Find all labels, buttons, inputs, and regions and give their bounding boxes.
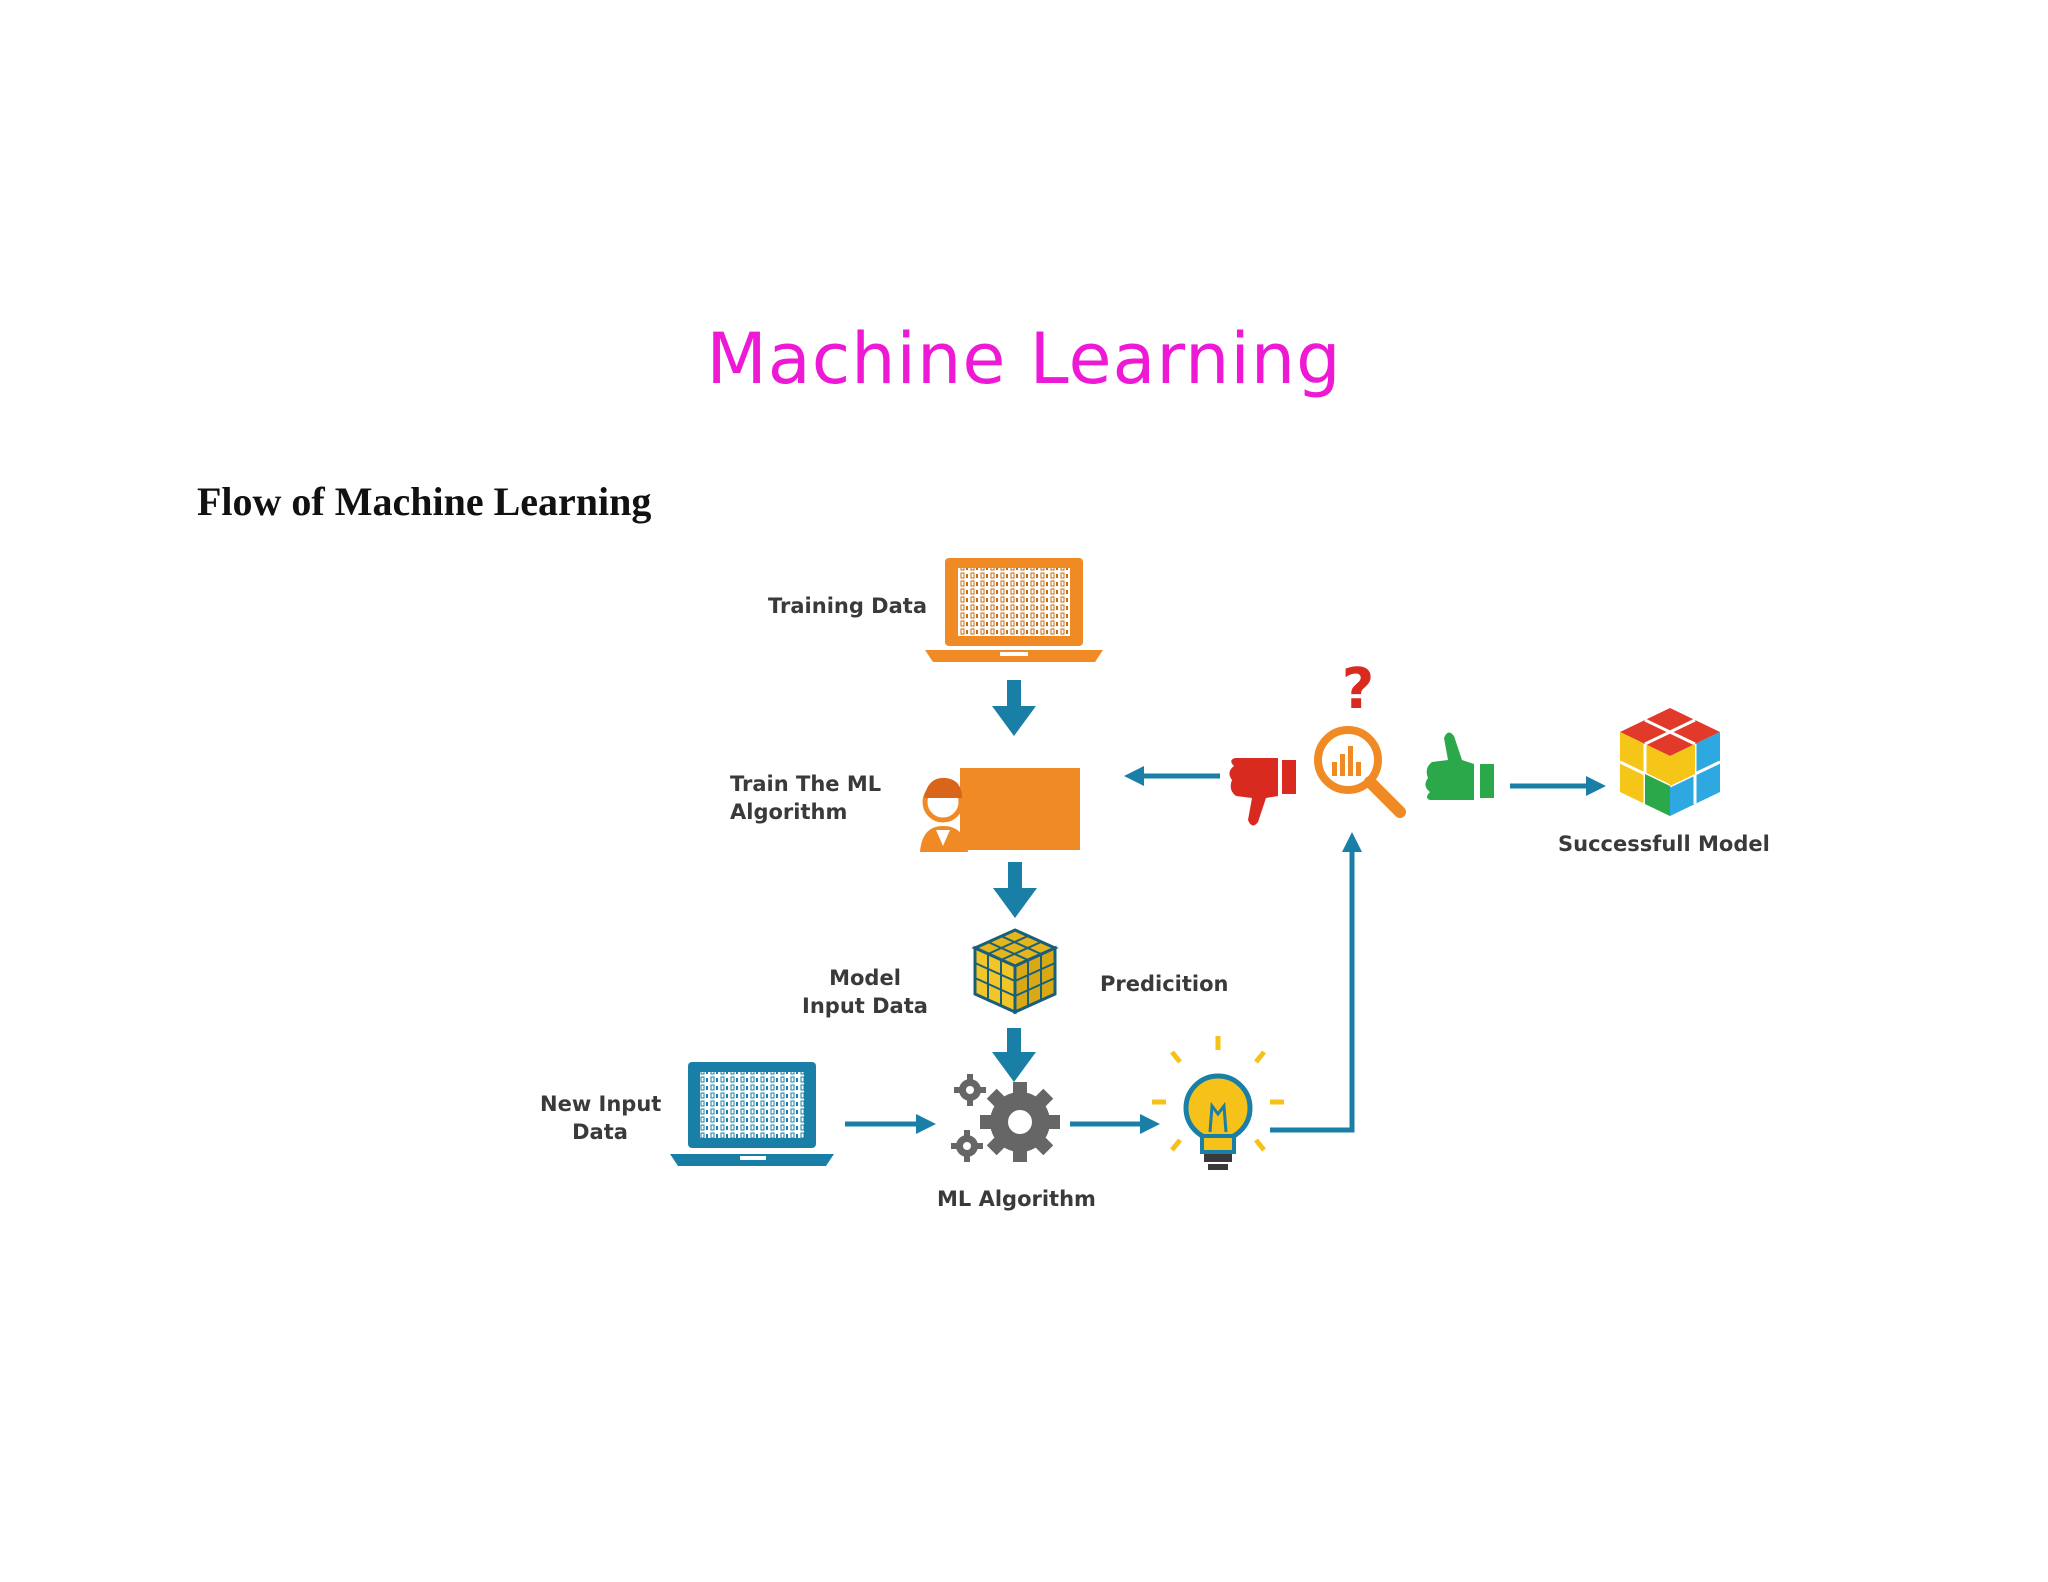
gears-icon <box>951 1074 1060 1162</box>
arrow-input-to-algorithm <box>845 1114 936 1134</box>
arrow-algorithm-to-prediction <box>1070 1114 1160 1134</box>
model-input-label: Model Input Data <box>790 964 940 1020</box>
prediction-label: Predicition <box>1100 972 1229 996</box>
new-input-label: New Input Data <box>540 1090 662 1146</box>
arrow-down-3 <box>992 1028 1036 1082</box>
arrow-feedback-to-training <box>1124 766 1220 786</box>
train-algorithm-label-line2: Algorithm <box>730 800 848 824</box>
colored-cube-icon <box>1619 708 1721 816</box>
trainer-board-icon <box>920 768 1080 852</box>
page-title: Machine Learning <box>706 318 1342 400</box>
lightbulb-icon <box>1152 1036 1284 1170</box>
new-input-label-line1: New Input <box>540 1092 662 1116</box>
train-algorithm-label: Train The ML Algorithm <box>730 770 881 826</box>
cube-grid-icon <box>971 928 1059 1015</box>
section-heading: Flow of Machine Learning <box>197 479 652 524</box>
successful-model-label: Successfull Model <box>1558 832 1770 856</box>
arrow-to-successful-model <box>1510 776 1606 796</box>
diagram-graphics: ? <box>670 558 1721 1170</box>
train-algorithm-label-line1: Train The ML <box>730 772 882 796</box>
arrow-down-2 <box>993 862 1037 918</box>
ml-flow-diagram: ? <box>500 540 1830 1240</box>
magnifier-question-icon: ? <box>1314 657 1406 818</box>
training-data-label: Training Data <box>768 594 927 618</box>
arrow-prediction-to-evaluation <box>1270 832 1362 1133</box>
training-data-laptop-icon <box>925 558 1103 662</box>
thumbs-down-icon <box>1229 758 1296 826</box>
model-input-label-line1: Model <box>829 966 901 990</box>
new-input-laptop-icon <box>670 1062 834 1166</box>
ml-algorithm-label: ML Algorithm <box>937 1187 1096 1211</box>
new-input-label-line2: Data <box>572 1120 628 1144</box>
model-input-label-line2: Input Data <box>802 994 928 1018</box>
arrow-down-1 <box>992 680 1036 736</box>
thumbs-up-icon <box>1425 732 1494 800</box>
svg-text:?: ? <box>1342 657 1374 722</box>
